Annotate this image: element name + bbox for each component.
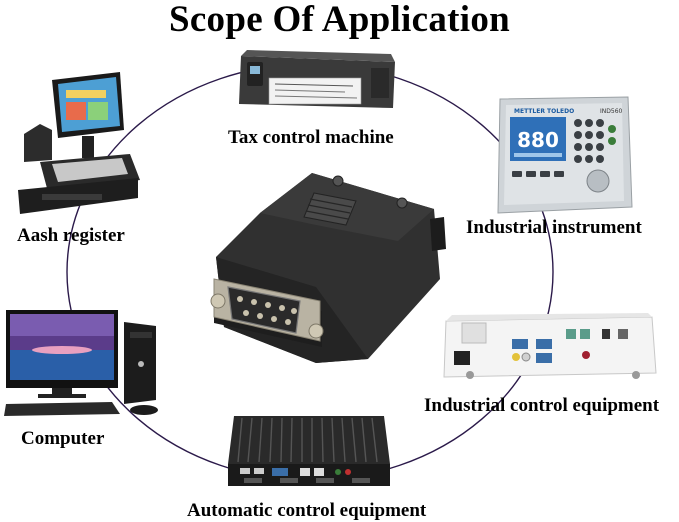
- computer-image: [4, 310, 158, 416]
- db9-connector-image: [210, 173, 446, 363]
- page-title: Scope Of Application: [168, 0, 511, 40]
- instrument-model: IND560: [600, 108, 623, 115]
- cash-register-image: [18, 72, 140, 214]
- instrument-reading: 880: [517, 128, 559, 152]
- tax-control-machine-label: Tax control machine: [228, 127, 394, 148]
- instrument-brand: METTLER TOLEDO: [514, 108, 574, 115]
- industrial-instrument-image: METTLER TOLEDO IND560 880: [497, 96, 633, 214]
- industrial-control-equipment-image: [443, 313, 657, 379]
- tax-control-machine-image: [239, 50, 395, 108]
- cash-register-label: Aash register: [17, 225, 125, 246]
- computer-label: Computer: [21, 428, 105, 449]
- industrial-control-equipment-label: Industrial control equipment: [424, 395, 660, 416]
- industrial-instrument-label: Industrial instrument: [466, 217, 642, 238]
- automatic-control-equipment-image: [228, 416, 390, 486]
- automatic-control-equipment-label: Automatic control equipment: [187, 500, 427, 521]
